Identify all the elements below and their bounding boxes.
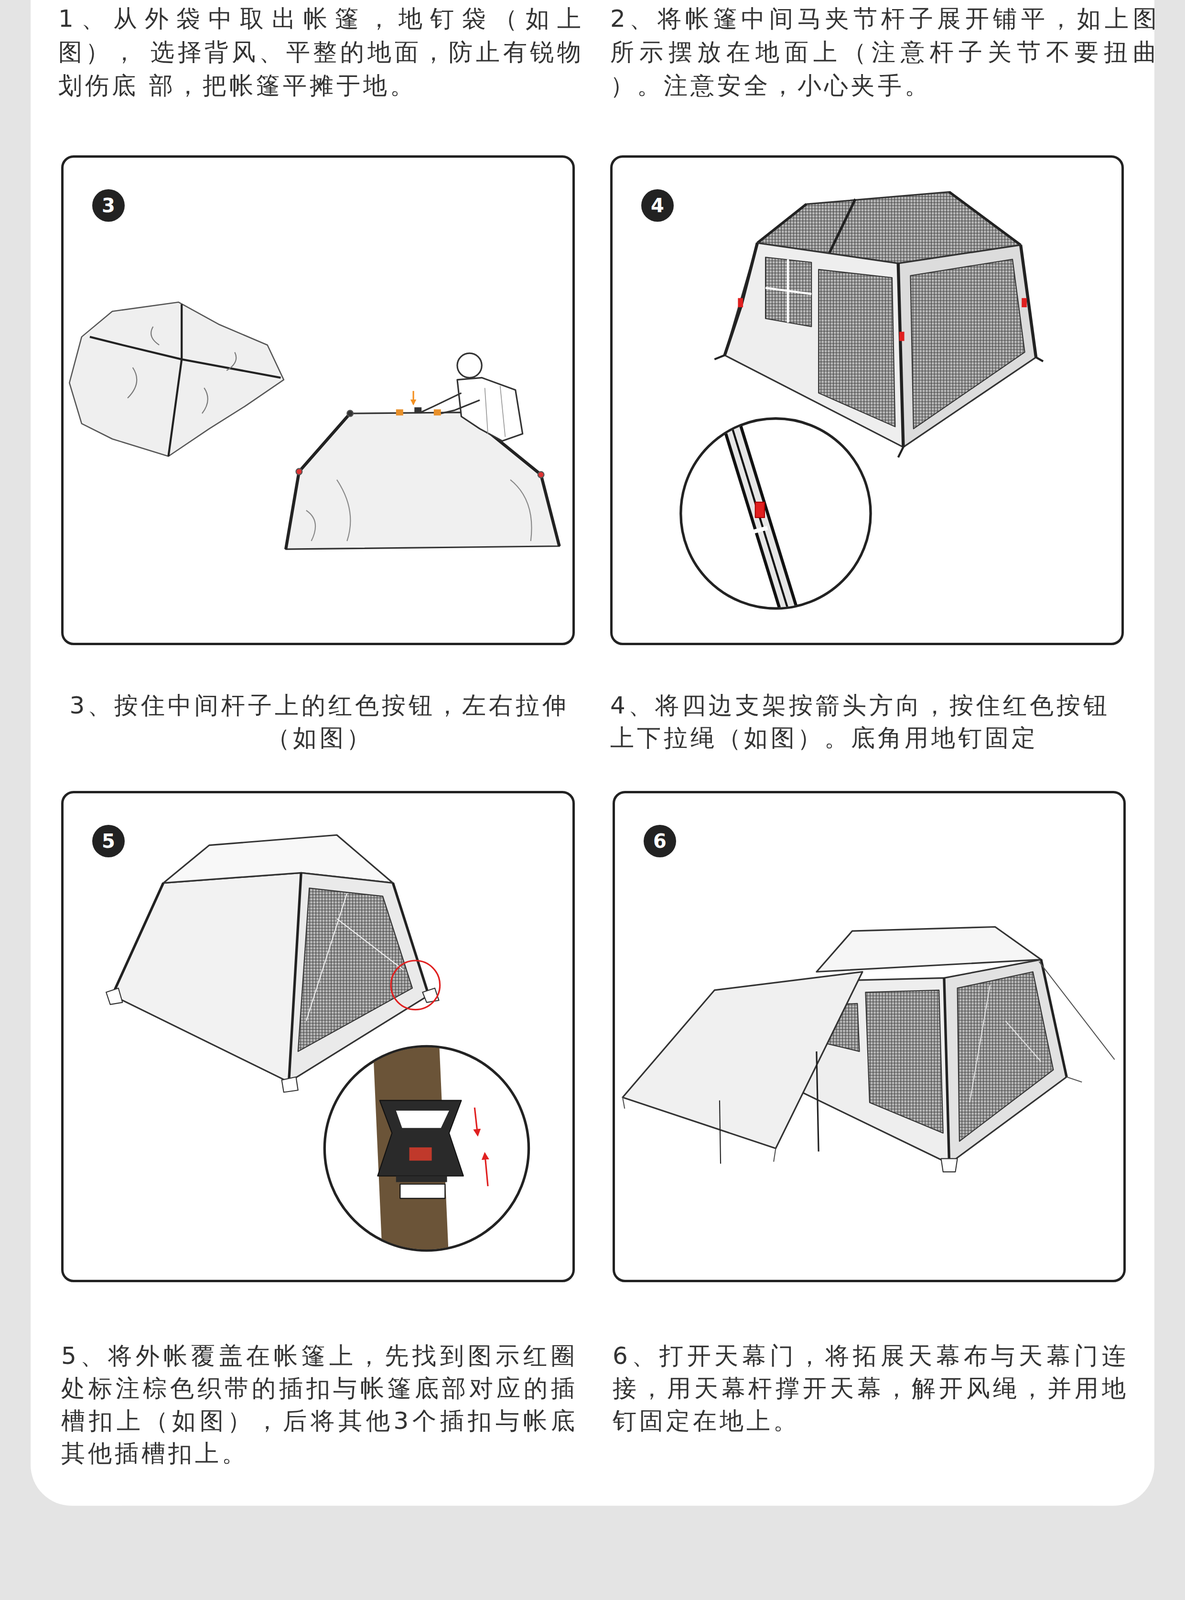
outer-fly-drawing-part bbox=[112, 872, 302, 1082]
inner-tent-drawing-part bbox=[757, 192, 1021, 255]
step-number: 4 bbox=[641, 189, 674, 222]
step-caption: 6、打开天幕门，将拓展天幕布与天幕门连 接，用天幕杆撑开天幕，解开风绳，并用地 … bbox=[612, 1339, 1129, 1437]
step-text: 2、将帐篷中间马夹节杆子展开铺平，如上图 所示摆放在地面上（注意杆子关节不要扭曲… bbox=[610, 1, 1160, 103]
step-panel: 55、将外帐覆盖在帐篷上，先找到图示红圈 处标注棕色织带的插扣与帐篷底部对应的插… bbox=[61, 790, 575, 1282]
inner-tent-drawing-part bbox=[898, 245, 1036, 448]
bundle-and-frame-drawing-part bbox=[69, 301, 284, 457]
awning-drawing-part bbox=[816, 926, 1042, 972]
bundle-and-frame-drawing-part bbox=[433, 409, 442, 416]
bundle-and-frame-drawing-part bbox=[346, 410, 354, 417]
bundle-and-frame-drawing bbox=[69, 301, 560, 550]
bundle-and-frame-drawing-part bbox=[457, 353, 482, 378]
step-caption: 5、将外帐覆盖在帐篷上，先找到图示红圈 处标注棕色织带的插扣与帐篷底部对应的插 … bbox=[61, 1339, 578, 1470]
step-text: 1、从外袋中取出帐篷，地钉袋（如上图）， 选择背风、平整的地面，防止有锐物划伤底… bbox=[58, 1, 584, 103]
outer-fly-drawing-part-part bbox=[396, 1110, 450, 1128]
outer-fly-drawing-part bbox=[474, 1107, 478, 1136]
outer-fly-drawing-part bbox=[112, 872, 429, 1082]
step-caption: 3、按住中间杆子上的红色按钮，左右拉伸 （如图） bbox=[61, 689, 578, 755]
outer-fly-drawing-part bbox=[372, 1035, 464, 1266]
outer-fly-drawing-part bbox=[298, 887, 413, 1052]
inner-tent-drawing bbox=[680, 192, 1044, 613]
bundle-and-frame-drawing-part bbox=[127, 326, 237, 414]
bundle-and-frame-drawing-part bbox=[412, 390, 415, 405]
callout-number: 6 bbox=[653, 831, 667, 851]
inner-tent-drawing-part bbox=[899, 331, 905, 341]
bundle-and-frame-drawing-part bbox=[457, 377, 523, 441]
awning-drawing-part bbox=[816, 1051, 819, 1152]
step-panel: 33、按住中间杆子上的红色按钮，左右拉伸 （如图） bbox=[61, 155, 575, 646]
outer-fly-drawing-part bbox=[163, 834, 394, 883]
step-caption: 4、将四边支架按箭头方向，按住红色按钮 上下拉绳（如图）。底角用地钉固定 bbox=[610, 689, 1127, 755]
awning-drawing-part bbox=[865, 990, 943, 1133]
inner-tent-drawing-part bbox=[737, 298, 744, 308]
inner-tent-drawing-part-part bbox=[727, 413, 789, 613]
awning-drawing bbox=[622, 926, 1115, 1173]
inner-tent-drawing-part-part bbox=[749, 527, 768, 533]
callout-number: 3 bbox=[101, 195, 116, 216]
step-number: 5 bbox=[92, 824, 125, 858]
bundle-and-frame-drawing-part bbox=[89, 304, 281, 457]
outer-fly-drawing-part-part bbox=[409, 1147, 432, 1161]
step-panel: 66、打开天幕门，将拓展天幕布与天幕门连 接，用天幕杆撑开天幕，解开风绳，并用地… bbox=[612, 790, 1126, 1282]
inner-tent-drawing-part bbox=[724, 242, 1037, 447]
bundle-and-frame-drawing-part bbox=[396, 409, 404, 416]
awning-drawing-part bbox=[622, 971, 863, 1149]
outer-fly-drawing-part-part bbox=[399, 1184, 445, 1199]
awning-drawing-part bbox=[940, 1158, 958, 1172]
inner-tent-drawing-part-part bbox=[719, 413, 798, 613]
outer-fly-drawing-part bbox=[390, 960, 441, 1010]
bundle-and-frame-drawing-part bbox=[484, 385, 506, 437]
outer-fly-drawing-part bbox=[484, 1153, 488, 1186]
bundle-and-frame-drawing-part bbox=[306, 479, 532, 541]
outer-fly-drawing-part-part bbox=[377, 1100, 464, 1176]
awning-drawing-part bbox=[957, 971, 1054, 1142]
bundle-and-frame-drawing-part bbox=[414, 407, 422, 414]
outer-fly-drawing bbox=[106, 834, 529, 1266]
white-card bbox=[30, 0, 1155, 1506]
bundle-and-frame-drawing-part bbox=[538, 471, 545, 478]
outer-fly-drawing-part-part bbox=[396, 1175, 448, 1183]
inner-tent-drawing-part bbox=[765, 259, 812, 323]
inner-tent-drawing-part bbox=[765, 257, 812, 327]
step-number: 6 bbox=[643, 824, 677, 858]
inner-tent-drawing-part bbox=[724, 242, 904, 447]
step-number: 3 bbox=[92, 189, 125, 222]
step-panel: 44、将四边支架按箭头方向，按住红色按钮 上下拉绳（如图）。底角用地钉固定 bbox=[610, 155, 1124, 646]
awning-drawing-part bbox=[969, 984, 1042, 1103]
callout-number: 4 bbox=[650, 195, 665, 216]
inner-tent-drawing-part bbox=[818, 269, 895, 427]
inner-tent-drawing-part-part bbox=[755, 502, 765, 518]
awning-drawing-part bbox=[719, 1100, 721, 1164]
callout-number: 5 bbox=[101, 831, 116, 851]
outer-fly-drawing-part bbox=[306, 893, 404, 1021]
inner-tent-drawing-part bbox=[910, 259, 1025, 430]
awning-drawing-part bbox=[622, 961, 1115, 1162]
inner-tent-drawing-part bbox=[1021, 298, 1027, 308]
bundle-and-frame-drawing-part bbox=[295, 468, 302, 475]
inner-tent-drawing-part bbox=[719, 413, 798, 613]
bundle-and-frame-drawing-part bbox=[420, 392, 480, 414]
